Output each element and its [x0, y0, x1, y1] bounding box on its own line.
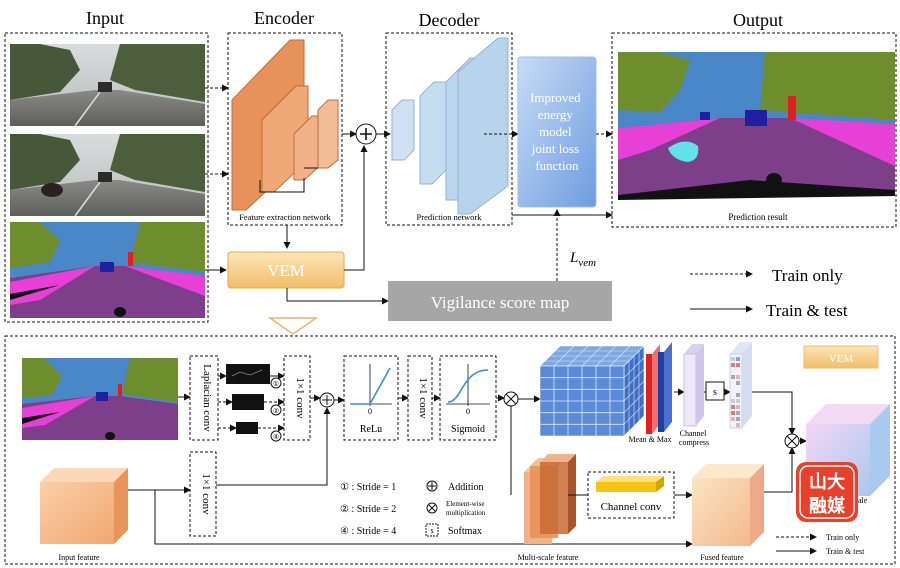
vem-detail-frame: [4, 335, 896, 565]
channel-compress-label: Channel compress: [679, 429, 709, 447]
decoder-header: Decoder: [419, 10, 480, 30]
output-feature-label-partial: -scale: [849, 496, 868, 505]
input-header: Input: [86, 8, 124, 28]
output-prediction-map: [618, 52, 895, 200]
conv1x1-after-laplacian: [283, 355, 311, 441]
feature-grid-cube: [539, 345, 645, 437]
vigilance-score-map-box: [388, 281, 612, 321]
sigmoid-label: Sigmoid: [451, 424, 485, 435]
key-elementwise: Element-wise multiplication: [446, 500, 486, 517]
key-stride-1: ① : Stride = 1: [340, 482, 396, 493]
branch3-edge-map: [236, 422, 258, 434]
svg-text:融媒: 融媒: [809, 495, 846, 517]
multi-scale-feature-stack: [524, 454, 576, 544]
output-header: Output: [733, 10, 783, 30]
multi-scale-label: Multi-scale feature: [518, 553, 579, 562]
svg-text:s: s: [430, 526, 433, 535]
loss-vem-symbol: Lvem: [569, 250, 596, 269]
svg-text:④: ④: [273, 433, 279, 441]
legend-train-test: Train & test: [766, 301, 848, 320]
svg-text:山大: 山大: [809, 471, 845, 493]
expand-arrow-icon: [267, 317, 319, 335]
mean-max-label: Mean & Max: [628, 435, 671, 444]
key-stride-4: ④ : Stride = 4: [340, 526, 396, 537]
key-stride-2: ② : Stride = 2: [340, 504, 396, 515]
vem-label: VEM: [267, 261, 305, 280]
laplacian-conv-label: Laplacian conv: [201, 364, 213, 432]
conv1x1-input: [189, 451, 217, 537]
encoder-caption: Feature extraction network: [239, 212, 331, 222]
softmax-symbol: s: [713, 387, 717, 398]
decoder-blocks: [391, 37, 509, 215]
svg-text:②: ②: [273, 407, 279, 415]
encoder-header: Encoder: [254, 8, 314, 28]
key-softmax: Softmax: [448, 526, 482, 537]
laplacian-conv-box: [189, 355, 219, 441]
vem-input-segmentation: [22, 358, 178, 440]
branch2-edge-map: [232, 394, 264, 410]
sigmoid-curve: [447, 369, 489, 403]
svg-text:1×1 conv: 1×1 conv: [200, 473, 212, 515]
input-segmentation-map: [10, 222, 205, 318]
svg-text:0: 0: [466, 407, 470, 416]
joint-loss-label: Improved energy model joint loss functio…: [530, 90, 584, 173]
encoder-frame: [227, 32, 343, 226]
vem-tag: [803, 345, 879, 369]
key-addition: Addition: [448, 482, 484, 493]
decoder-caption: Prediction network: [417, 212, 483, 222]
mean-max-slices: [646, 342, 672, 434]
input-feature-cube: [40, 468, 128, 544]
svg-text:1×1 conv: 1×1 conv: [294, 377, 306, 419]
output-frame: [611, 32, 897, 228]
attention-slice: [729, 342, 752, 429]
bottom-legend-train-only: Train only: [826, 533, 859, 542]
fused-feature-label: Fused feature: [700, 553, 744, 562]
input-street-photo: [10, 44, 205, 127]
input-anomaly-photo: [10, 134, 205, 217]
encoder-blocks: [231, 39, 339, 211]
svg-text:0: 0: [368, 407, 372, 416]
key-softmax-icon: [425, 523, 439, 537]
decoder-frame: [385, 32, 513, 226]
channel-conv-label: Channel conv: [601, 501, 662, 513]
watermark-logo: 山大 融媒: [796, 462, 858, 522]
vigilance-score-map-label: Vigilance score map: [431, 293, 570, 312]
channel-compress-slice: [683, 344, 704, 427]
relu-label: ReLu: [360, 424, 382, 435]
svg-text:1×1 conv: 1×1 conv: [417, 377, 429, 419]
bottom-legend-train-test: Train & test: [826, 547, 865, 556]
input-frame: [4, 32, 209, 323]
input-feature-label: Input feature: [58, 553, 100, 562]
legend-train-only: Train only: [772, 266, 843, 285]
relu-curve: [352, 367, 391, 405]
joint-loss-box: [517, 56, 597, 208]
fused-feature-cube: [692, 464, 764, 546]
svg-text:①: ①: [273, 380, 279, 388]
conv1x1-after-relu: [407, 355, 433, 441]
output-caption: Prediction result: [728, 212, 788, 222]
svg-text:VEM: VEM: [829, 353, 854, 365]
